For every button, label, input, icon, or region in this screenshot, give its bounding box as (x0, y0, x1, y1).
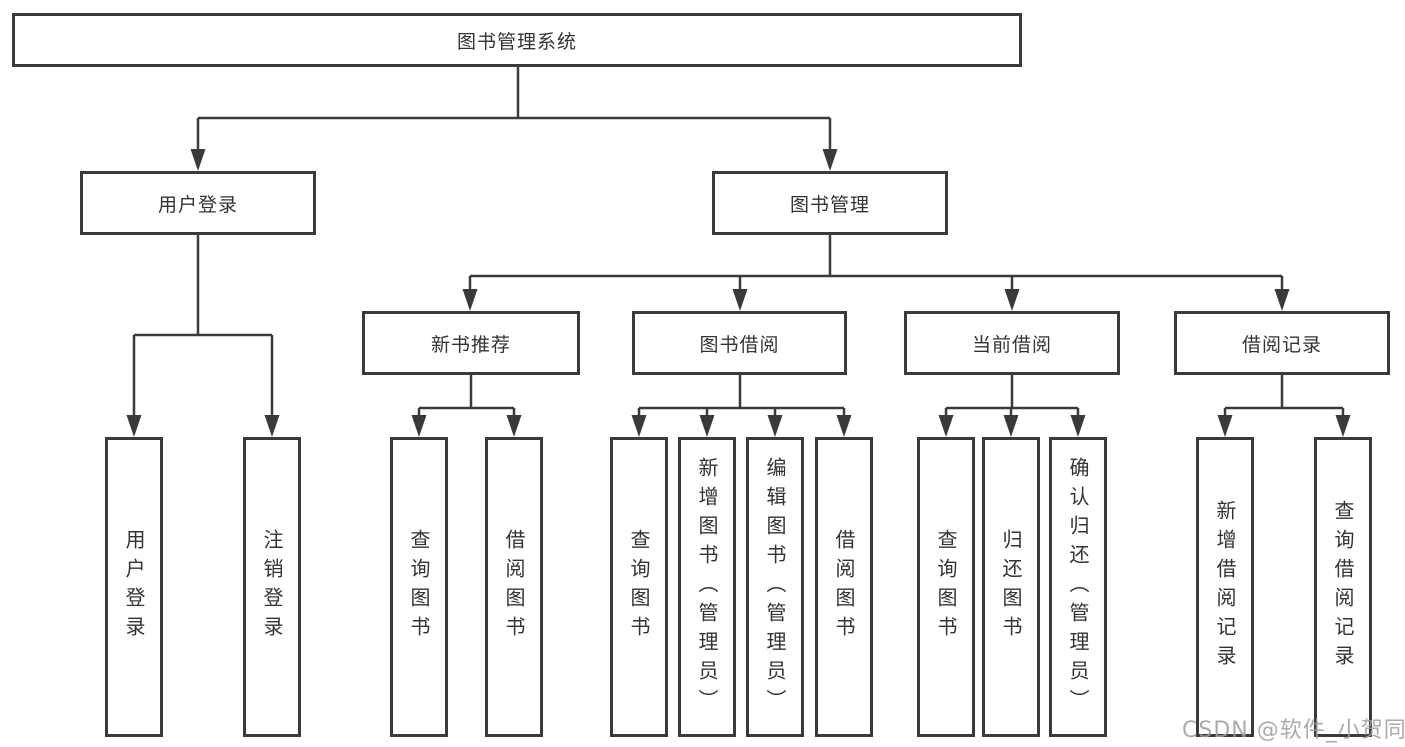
leaf-query-borrow-record: 查询借阅记录 (1314, 437, 1372, 737)
leaf-user-login: 用户登录 (105, 437, 163, 737)
leaf-add-borrow-record-label: 新增借阅记录 (1213, 500, 1237, 674)
node-user-login: 用户登录 (80, 171, 316, 235)
leaf-return-book-label: 归还图书 (999, 529, 1023, 645)
leaf-logout-label: 注销登录 (260, 529, 284, 645)
leaf-logout: 注销登录 (243, 437, 301, 737)
node-new-book-recommend: 新书推荐 (362, 311, 580, 375)
leaf-return-book: 归还图书 (982, 437, 1040, 737)
leaf-query-book-current: 查询图书 (917, 437, 975, 737)
leaf-borrow-book-label: 借阅图书 (832, 529, 856, 645)
node-book-management: 图书管理 (712, 171, 948, 235)
leaf-query-borrow-record-label: 查询借阅记录 (1331, 500, 1355, 674)
leaf-query-book-recommend-label: 查询图书 (407, 529, 431, 645)
leaf-borrow-book: 借阅图书 (815, 437, 873, 737)
leaf-add-book-admin: 新增图书（管理员） (678, 437, 736, 737)
node-borrow-records: 借阅记录 (1174, 311, 1390, 375)
leaf-query-book-recommend: 查询图书 (390, 437, 448, 737)
leaf-edit-book-admin: 编辑图书（管理员） (746, 437, 804, 737)
node-book-borrow: 图书借阅 (632, 311, 847, 375)
leaf-confirm-return-admin-label: 确认归还（管理员） (1066, 456, 1090, 718)
watermark: CSDN @软件_小贺同学 (1182, 718, 1405, 743)
leaf-user-login-label: 用户登录 (122, 529, 146, 645)
node-current-borrow: 当前借阅 (904, 311, 1120, 375)
leaf-query-book-borrow-label: 查询图书 (627, 529, 651, 645)
node-root: 图书管理系统 (12, 13, 1022, 67)
leaf-add-book-admin-label: 新增图书（管理员） (695, 456, 719, 718)
leaf-borrow-book-recommend: 借阅图书 (485, 437, 543, 737)
leaf-borrow-book-recommend-label: 借阅图书 (502, 529, 526, 645)
leaf-add-borrow-record: 新增借阅记录 (1196, 437, 1254, 737)
leaf-query-book-borrow: 查询图书 (610, 437, 668, 737)
leaf-confirm-return-admin: 确认归还（管理员） (1049, 437, 1107, 737)
leaf-edit-book-admin-label: 编辑图书（管理员） (763, 456, 787, 718)
arrowheads (126, 149, 1351, 437)
leaf-query-book-current-label: 查询图书 (934, 529, 958, 645)
